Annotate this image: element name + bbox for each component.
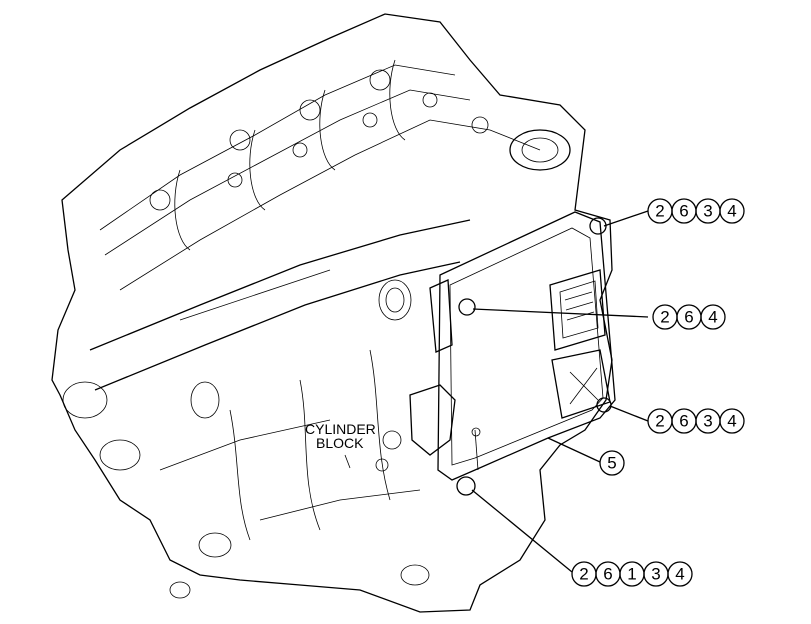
callout-3-digit-2: 6 <box>679 412 688 431</box>
callout-2-digit-3: 4 <box>708 308 717 327</box>
callout-2-digit-2: 6 <box>684 308 693 327</box>
callout-5: 2 6 1 3 4 <box>571 561 693 587</box>
ecm-bolt-top <box>589 217 607 235</box>
callout-5-digit-2: 6 <box>603 565 612 584</box>
ecm-bolt-bottom <box>456 476 476 496</box>
callout-3-digit-1: 2 <box>655 412 664 431</box>
callout-3: 2 6 3 4 <box>647 408 745 434</box>
callout-2: 2 6 4 <box>652 304 726 330</box>
callout-5-digit-4: 3 <box>651 565 660 584</box>
ecm-bolt-right <box>596 397 612 413</box>
ecm-module <box>429 211 616 496</box>
callout-3-digit-3: 3 <box>703 412 712 431</box>
callout-1-digit-1: 2 <box>655 202 664 221</box>
callout-3-digit-4: 4 <box>727 412 736 431</box>
callout-1: 2 6 3 4 <box>647 198 745 224</box>
callout-1-digit-4: 4 <box>727 202 736 221</box>
callout-4: 5 <box>599 450 625 476</box>
callout-5-digit-3: 1 <box>627 565 636 584</box>
callout-5-digit-5: 4 <box>675 565 684 584</box>
leader-lines <box>471 210 649 573</box>
callout-4-digit-1: 5 <box>607 454 616 473</box>
callout-1-digit-3: 3 <box>703 202 712 221</box>
cylinder-block-label-line1: CYLINDER <box>305 421 376 437</box>
callout-5-digit-1: 2 <box>579 565 588 584</box>
callout-1-digit-2: 6 <box>679 202 688 221</box>
callout-2-digit-1: 2 <box>660 308 669 327</box>
engine-block-drawing <box>51 13 613 613</box>
cylinder-block-label-line2: BLOCK <box>316 435 364 451</box>
ecm-bolt-mid <box>458 298 476 316</box>
